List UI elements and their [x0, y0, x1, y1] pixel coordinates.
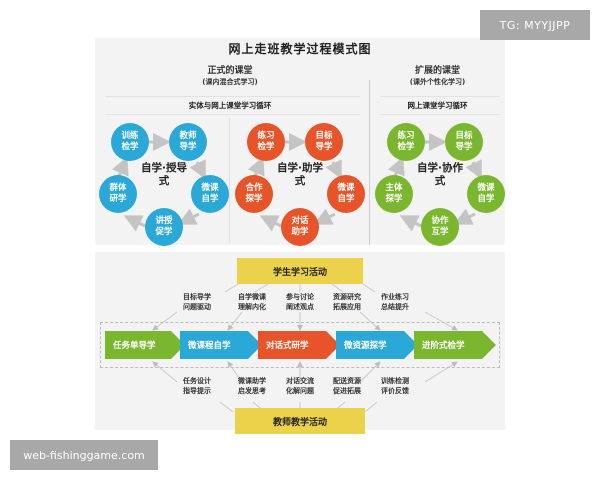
teacher-activity-box: 教师教学活动 [235, 408, 365, 434]
extended-class-subtitle: (课外个性化学习) [409, 78, 466, 86]
extended-class-heading: 扩展的课堂 (课外个性化学习) [370, 66, 505, 88]
student-activity-box: 学生学习活动 [237, 258, 363, 284]
process-step-dialogue: 对话式研学 [258, 331, 340, 359]
section-divider [369, 80, 370, 245]
watermark-top-right: TG: MYYJJPP [480, 10, 590, 40]
cycle-arrows [248, 133, 342, 232]
cycle-center-label: 自学·协作式 [417, 162, 463, 187]
diagram-title: 网上走班教学过程模式图 [228, 42, 372, 56]
student-activity-item: 自学微课理解内化 [238, 293, 266, 311]
cycle-arrows [388, 133, 482, 232]
cycle-node: 微课自学 [467, 175, 505, 213]
cycle-node: 微课自学 [327, 175, 365, 213]
extended-class-title: 扩展的课堂 [414, 66, 460, 76]
formal-class-title: 正式的课堂 [207, 66, 253, 76]
cycle-divider [229, 118, 230, 243]
formal-class-subtitle: (课内混合式学习) [202, 78, 258, 86]
teacher-activity-item: 微课助学启发思考 [238, 377, 266, 395]
cycle-center-label: 自学·助学式 [277, 162, 323, 187]
cycle-center-label: 自学·授导式 [141, 162, 187, 187]
student-activity-item: 参与讨论阐述观点 [286, 293, 314, 311]
cycle-arrows [112, 133, 206, 232]
teacher-activity-item: 训练检测评价反馈 [381, 377, 409, 395]
cycle-node: 目标导学 [305, 123, 343, 161]
formal-class-heading: 正式的课堂 (课内混合式学习) [95, 66, 365, 88]
cycle-node: 目标导学 [445, 123, 483, 161]
watermark-bottom-left: web-fishinggame.com [10, 440, 158, 470]
cycle-node: 训练检学 [111, 123, 149, 161]
cycle-lecture: 训练检学 教师导学 微课自学 讲授促学 群体研学 自学·授导式 [99, 120, 229, 246]
teacher-activity-item: 任务设计指导提示 [183, 377, 211, 395]
cycle-node: 群体研学 [99, 175, 137, 213]
cycle-node: 主体探学 [375, 175, 413, 213]
cycle-node: 对话助学 [281, 208, 319, 246]
divider [105, 114, 360, 115]
formal-cycle-label: 实体与网上课堂学习循环 [188, 101, 272, 110]
divider [105, 96, 360, 97]
cycle-node: 讲授促学 [145, 208, 183, 246]
process-step-task: 任务单导学 [105, 331, 185, 359]
process-panel: 学生学习活动 目标导学问题驱动 自学微课理解内化 参与讨论阐述观点 资源研究拓展… [95, 252, 505, 434]
divider [380, 114, 500, 115]
connector-lines [152, 283, 458, 413]
student-activity-item: 资源研究拓展应用 [333, 293, 361, 311]
cycle-node: 练习检学 [387, 123, 425, 161]
student-activity-item: 目标导学问题驱动 [183, 293, 211, 311]
cycles-panel: 网上走班教学过程模式图 正式的课堂 (课内混合式学习) 扩展的课堂 (课外个性化… [95, 38, 505, 246]
student-activity-item: 作业练习总结提升 [381, 293, 409, 311]
teacher-activity-item: 对话交流化解问题 [286, 377, 314, 395]
divider [380, 96, 500, 97]
extended-cycle-label: 网上课堂学习循环 [407, 101, 468, 110]
cycle-collaborative: 练习检学 目标导学 微课自学 协作互学 主体探学 自学·协作式 [375, 120, 505, 246]
cycle-node: 合作探学 [235, 175, 273, 213]
cycle-node: 练习检学 [247, 123, 285, 161]
process-flow-frame [100, 322, 500, 368]
cycle-node: 教师导学 [169, 123, 207, 161]
process-step-microcourse: 微课程自学 [180, 331, 262, 359]
cycle-node: 协作互学 [421, 208, 459, 246]
teacher-activity-item: 配送资源促进拓展 [333, 377, 361, 395]
cycle-assist: 练习检学 目标导学 微课自学 对话助学 合作探学 自学·助学式 [235, 120, 365, 246]
process-step-resource: 微资源探学 [336, 331, 418, 359]
process-step-advanced: 进阶式检学 [414, 331, 496, 359]
cycle-node: 微课自学 [191, 175, 229, 213]
